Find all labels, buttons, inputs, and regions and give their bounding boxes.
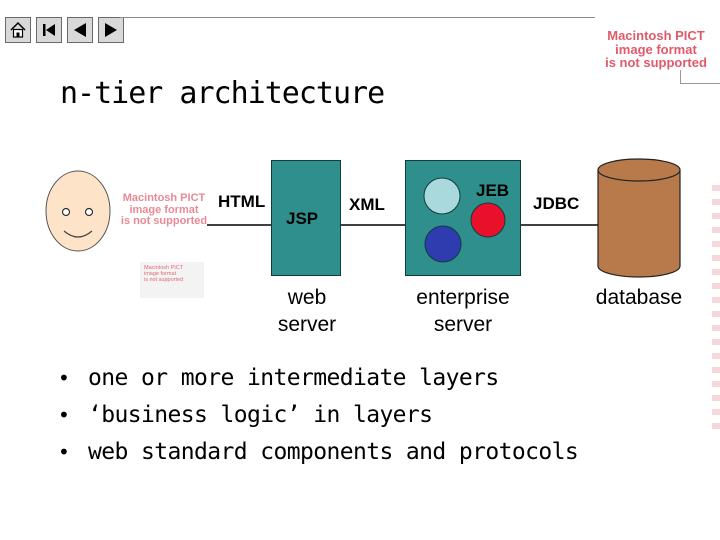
pict-text-line: image format [129,203,199,216]
pict-placeholder-small: Macintosh PICT image format is not suppo… [140,262,204,298]
bullet-item: web standard components and protocols [58,434,579,471]
first-slide-button[interactable] [36,17,62,43]
pict-placeholder-top: Macintosh PICT image format is not suppo… [592,29,720,70]
jeb-label: JEB [476,181,510,200]
header-rule [120,17,595,18]
database-caption: database [595,286,683,309]
pict-text-line: is not supported [605,55,707,71]
next-slide-icon [105,23,117,37]
previous-slide-icon [74,23,86,37]
enterprise-server-caption: enterprise server [400,284,526,339]
component-node-blue [424,225,462,263]
pict-text-line: image format [615,41,697,57]
caption-line: web [287,286,327,309]
header-rule-tick [680,70,681,84]
user-face-icon [45,170,111,252]
jdbc-label: JDBC [533,194,580,213]
component-node-red [470,202,506,238]
caption-line: server [277,313,337,337]
header-rule-right [680,83,720,84]
pict-text-line: Macintosh PICT [607,28,705,43]
pict-text-line: Macintosh PICT [122,192,206,204]
edge-artifact [712,185,720,435]
web-server-caption: web server [255,284,359,339]
caption-line: enterprise [416,286,510,309]
bullet-item: one or more intermediate layers [58,360,578,397]
previous-slide-button[interactable] [67,17,93,43]
caption-line: server [433,313,493,337]
pict-text-line: is not supported [144,276,184,283]
enterprise-components [423,177,506,263]
home-icon [10,21,26,38]
jsp-label: JSP [286,209,319,228]
pict-text-line: Macintosh PICT [144,265,184,271]
home-button[interactable] [5,17,31,43]
next-slide-button[interactable] [98,17,124,43]
slide-title: n-tier architecture [60,76,385,111]
first-slide-icon [43,24,55,36]
xml-label: XML [349,195,385,214]
web-server-box [271,160,341,276]
component-node-light [423,177,461,215]
pict-placeholder-browser: Macintosh PICT image format is not suppo… [117,192,211,228]
bullet-item: ‘business logic’ in layers [58,397,578,434]
pict-text-line: image format [144,270,177,277]
bullet-list: one or more intermediate layers ‘busines… [58,360,579,471]
html-label: HTML [218,192,266,211]
database-icon [597,158,681,278]
pict-text-line: is not supported [120,215,208,228]
